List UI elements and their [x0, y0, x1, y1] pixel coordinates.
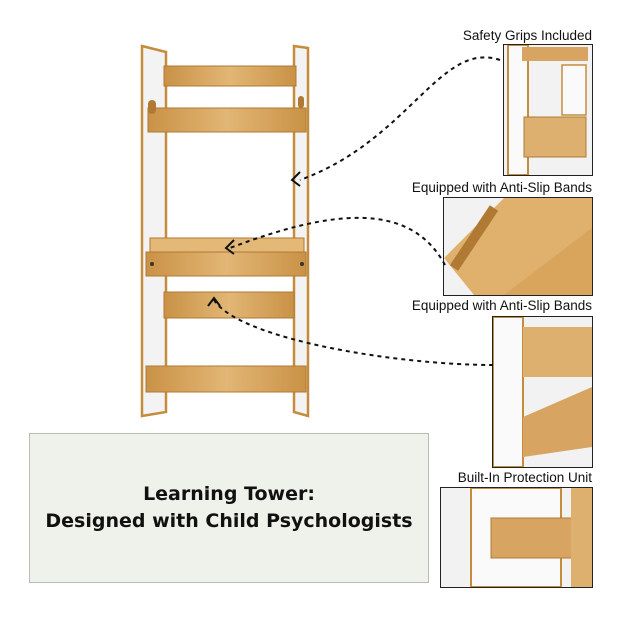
- caption-line-2: Designed with Child Psychologists: [45, 510, 413, 532]
- caption-box: Learning Tower: Designed with Child Psyc…: [29, 433, 429, 583]
- callout-label-safety-grips: Safety Grips Included: [462, 28, 592, 43]
- standing-platform: [149, 237, 305, 253]
- caption-text: Learning Tower: Designed with Child Psyc…: [45, 481, 412, 535]
- callout-label-protection-unit: Built-In Protection Unit: [457, 470, 592, 485]
- inset-anti-slip-step: [492, 316, 593, 468]
- top-rail: [163, 65, 297, 87]
- callout-label-anti-slip-2: Equipped with Anti-Slip Bands: [411, 298, 592, 313]
- caption-line-1: Learning Tower:: [143, 483, 315, 505]
- inset-safety-grips: [503, 44, 593, 176]
- inset-protection-unit: [440, 487, 593, 588]
- inset-anti-slip-platform: [443, 197, 593, 296]
- bottom-rail: [145, 365, 307, 393]
- callout-label-anti-slip-1: Equipped with Anti-Slip Bands: [411, 180, 592, 195]
- learning-tower-image: [140, 44, 310, 418]
- left-side-panel: [140, 44, 168, 418]
- second-rail: [147, 107, 307, 133]
- lower-step: [163, 291, 295, 319]
